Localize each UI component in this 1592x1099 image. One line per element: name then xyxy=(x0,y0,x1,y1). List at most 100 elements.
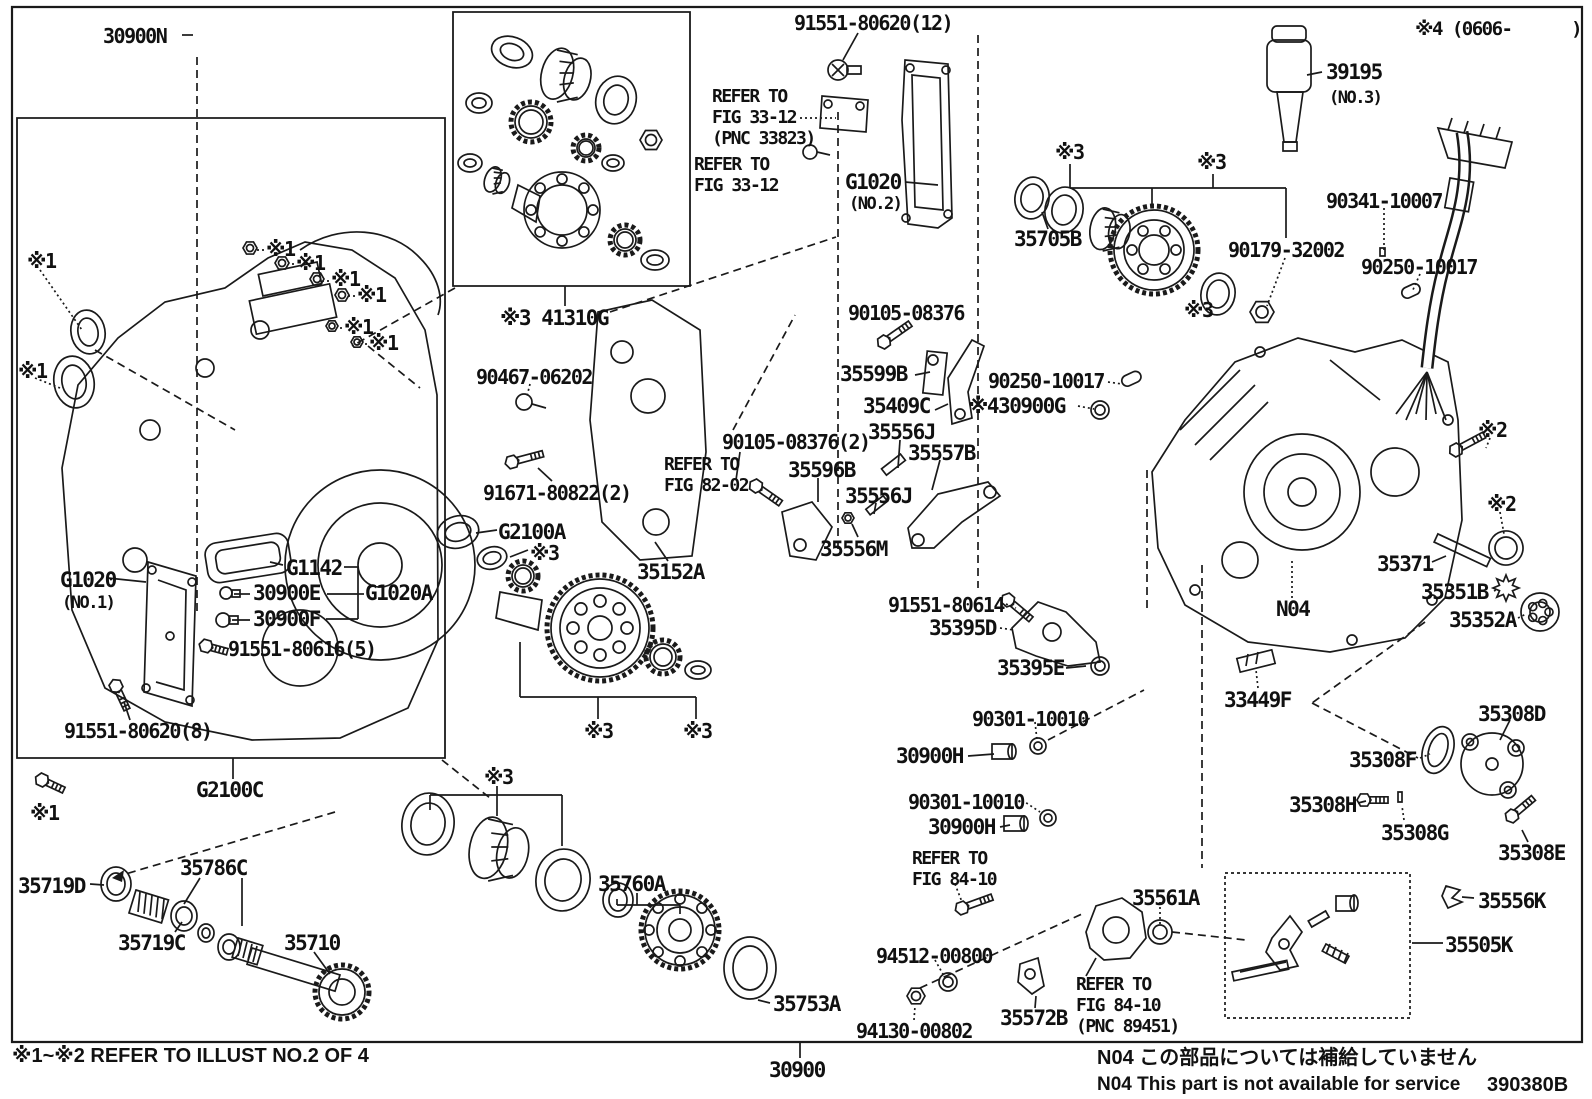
part-label-1: ※1 xyxy=(344,315,374,339)
part-label-FIG8410: FIG 84-10 xyxy=(912,869,998,890)
part-label-3: ※3 xyxy=(530,541,560,565)
part-label-REFERTO: REFER TO xyxy=(1076,974,1152,995)
note-not-available-jp: N04 この部品については補給していません xyxy=(1097,1047,1478,1069)
part-label-35561A: 35561A xyxy=(1132,886,1200,910)
part-label-G1020: G1020 xyxy=(845,170,902,194)
part-label-2: ※2 xyxy=(1487,492,1517,516)
part-label-35308E: 35308E xyxy=(1498,841,1566,865)
part-label-3: ※3 xyxy=(584,719,614,743)
part-label-1: ※1 xyxy=(30,801,60,825)
part-label-35352A: 35352A xyxy=(1449,608,1517,632)
part-label-NO3: (NO.3) xyxy=(1329,88,1383,108)
part-label-35719C: 35719C xyxy=(118,931,186,955)
part-label-35308F: 35308F xyxy=(1349,748,1417,772)
part-label-PNC89451: (PNC 89451) xyxy=(1076,1016,1180,1037)
part-label-30900H: 30900H xyxy=(928,815,996,839)
part-label-1: ※1 xyxy=(266,237,296,261)
part-label-35556J: 35556J xyxy=(868,420,936,444)
part-label-35409C: 35409C xyxy=(863,394,931,418)
part-label-9010508376: 90105-08376 xyxy=(848,301,965,325)
part-label-915518062012: 91551-80620(12) xyxy=(794,11,954,35)
part-label-35395E: 35395E xyxy=(997,656,1065,680)
part-label-35351B: 35351B xyxy=(1421,580,1489,604)
part-label-NO2: (NO.2) xyxy=(849,194,903,214)
part-label-35395D: 35395D xyxy=(929,616,997,640)
part-label-9034110007: 90341-10007 xyxy=(1326,189,1443,213)
part-label-30900F: 30900F xyxy=(253,607,321,631)
part-label-35308D: 35308D xyxy=(1478,702,1546,726)
part-label-35599B: 35599B xyxy=(840,362,908,386)
part-label-33449F: 33449F xyxy=(1224,688,1292,712)
part-label-1: ※1 xyxy=(331,267,361,291)
part-label-3: ※3 xyxy=(1197,150,1227,174)
part-label-3: ※3 xyxy=(1184,298,1214,322)
part-label-3: ※3 xyxy=(484,765,514,789)
part-label-9017932002: 90179-32002 xyxy=(1228,238,1345,262)
part-label-35557B: 35557B xyxy=(908,441,976,465)
part-label-30900H: 30900H xyxy=(896,744,964,768)
part-label-91671808222: 91671-80822(2) xyxy=(483,481,632,505)
part-label-9046706202: 90467-06202 xyxy=(476,365,593,389)
part-label-FIG3312: FIG 33-12 xyxy=(712,107,798,128)
part-label-G1142: G1142 xyxy=(286,556,343,580)
part-label-2: ※2 xyxy=(1478,418,1508,442)
part-label-PNC33823: (PNC 33823) xyxy=(712,128,816,149)
part-label-430900G: ※430900G xyxy=(968,394,1066,418)
part-label-35556K: 35556K xyxy=(1478,889,1546,913)
footnote-illust-ref: ※1~※2 REFER TO ILLUST NO.2 OF 4 xyxy=(12,1045,369,1067)
part-label-NO1: (NO.1) xyxy=(62,593,116,613)
part-label-1: ※1 xyxy=(369,331,399,355)
part-label-35556M: 35556M xyxy=(820,537,888,561)
part-label-35308G: 35308G xyxy=(1381,821,1449,845)
part-label-35719D: 35719D xyxy=(18,874,86,898)
part-label-40606: ※4 (0606- ) xyxy=(1415,18,1583,40)
part-label-30900: 30900 xyxy=(769,1058,826,1082)
part-label-9155180614: 91551-80614 xyxy=(888,593,1005,617)
part-label-9030110010: 90301-10010 xyxy=(908,790,1025,814)
part-label-FIG3312: FIG 33-12 xyxy=(694,175,780,196)
part-label-90105083762: 90105-08376(2) xyxy=(722,430,871,454)
part-label-G1020A: G1020A xyxy=(365,581,433,605)
part-label-1: ※1 xyxy=(18,359,48,383)
part-label-9451200800: 94512-00800 xyxy=(876,944,993,968)
part-label-35152A: 35152A xyxy=(637,560,705,584)
part-label-N04: N04 xyxy=(1276,597,1311,621)
note-not-available-en: N04 This part is not available for servi… xyxy=(1097,1074,1461,1095)
part-label-35786C: 35786C xyxy=(180,856,248,880)
part-label-REFERTO: REFER TO xyxy=(664,454,740,475)
part-label-35753A: 35753A xyxy=(773,992,841,1016)
part-label-35596B: 35596B xyxy=(788,458,856,482)
part-label-39195: 39195 xyxy=(1326,60,1383,84)
part-label-9025010017: 90250-10017 xyxy=(1361,255,1478,279)
part-label-35705B: 35705B xyxy=(1014,227,1082,251)
part-label-35760A: 35760A xyxy=(598,872,666,896)
part-label-G2100A: G2100A xyxy=(498,520,566,544)
part-label-1: ※1 xyxy=(296,251,326,275)
part-label-35505K: 35505K xyxy=(1445,933,1513,957)
part-label-35572B: 35572B xyxy=(1000,1006,1068,1030)
part-label-35308H: 35308H xyxy=(1289,793,1357,817)
part-label-G1020: G1020 xyxy=(60,568,117,592)
part-label-341310G: ※3 41310G xyxy=(500,306,610,330)
part-label-FIG8410: FIG 84-10 xyxy=(1076,995,1162,1016)
part-label-91551806208: 91551-80620(8) xyxy=(64,719,213,743)
part-label-30900N: 30900N xyxy=(103,24,168,48)
part-label-9030110010: 90301-10010 xyxy=(972,707,1089,731)
part-label-1: ※1 xyxy=(27,249,57,273)
part-label-9025010017: 90250-10017 xyxy=(988,369,1105,393)
part-label-REFERTO: REFER TO xyxy=(712,86,788,107)
part-label-3: ※3 xyxy=(1055,140,1085,164)
part-label-35556J: 35556J xyxy=(845,484,913,508)
part-label-REFERTO: REFER TO xyxy=(694,154,770,175)
part-label-3: ※3 xyxy=(683,719,713,743)
part-label-9413000802: 94130-00802 xyxy=(856,1019,973,1043)
part-label-1: ※1 xyxy=(357,283,387,307)
part-label-G2100C: G2100C xyxy=(196,778,264,802)
part-label-35710: 35710 xyxy=(284,931,341,955)
part-label-FIG8202: FIG 82-02 xyxy=(664,475,750,496)
part-label-91551806165: 91551-80616(5) xyxy=(228,637,377,661)
figure-code: 390380B xyxy=(1487,1074,1569,1096)
